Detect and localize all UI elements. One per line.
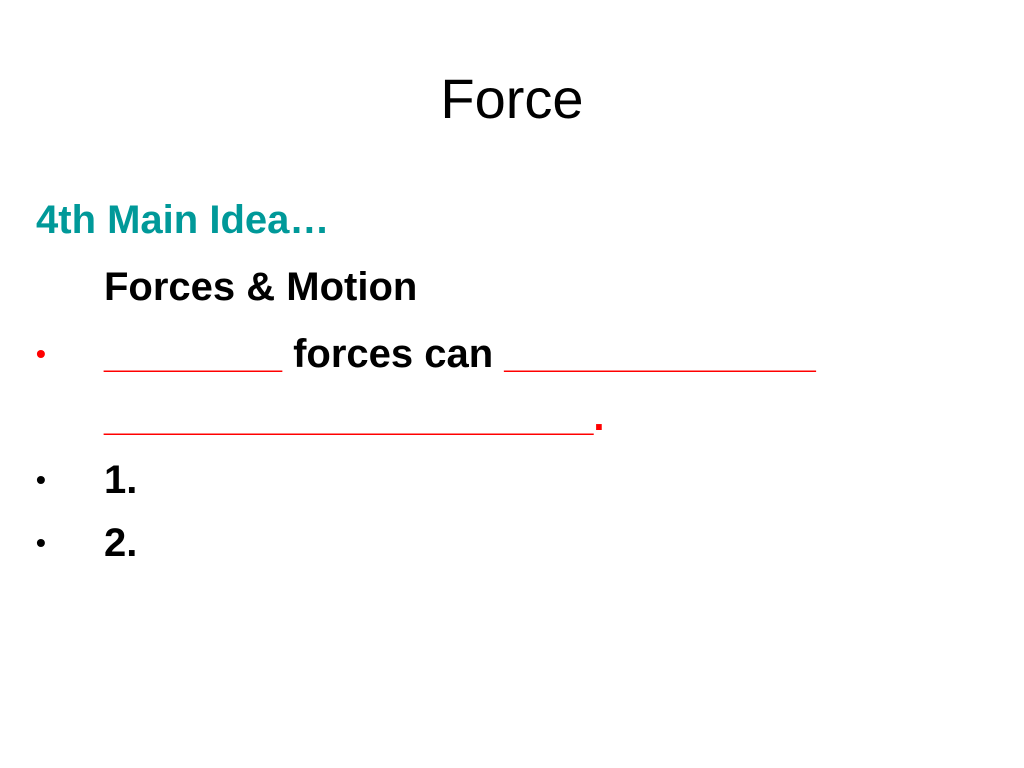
bullet-marker-4: • <box>36 527 46 558</box>
bullet-marker-3: • <box>36 464 46 495</box>
bullet-text: 1. <box>104 458 138 502</box>
subheading: Forces & Motion <box>104 265 418 309</box>
bullet-line-2: ______________________. <box>104 393 605 441</box>
blank-line: ________ <box>104 332 282 376</box>
bullet-text: 2. <box>104 521 138 565</box>
main-idea-heading: 4th Main Idea… <box>36 198 330 242</box>
bullet-marker-1: • <box>36 338 46 369</box>
slide-title: Force <box>440 67 584 130</box>
bullet-line-1: ________ forces can ______________ <box>104 330 816 378</box>
blank-line: ______________________. <box>104 395 605 439</box>
bullet-text: forces can <box>281 332 505 376</box>
bullet-item-2: 2. <box>104 519 137 567</box>
bullet-item-1: 1. <box>104 456 137 504</box>
blank-line: ______________ <box>504 332 816 376</box>
